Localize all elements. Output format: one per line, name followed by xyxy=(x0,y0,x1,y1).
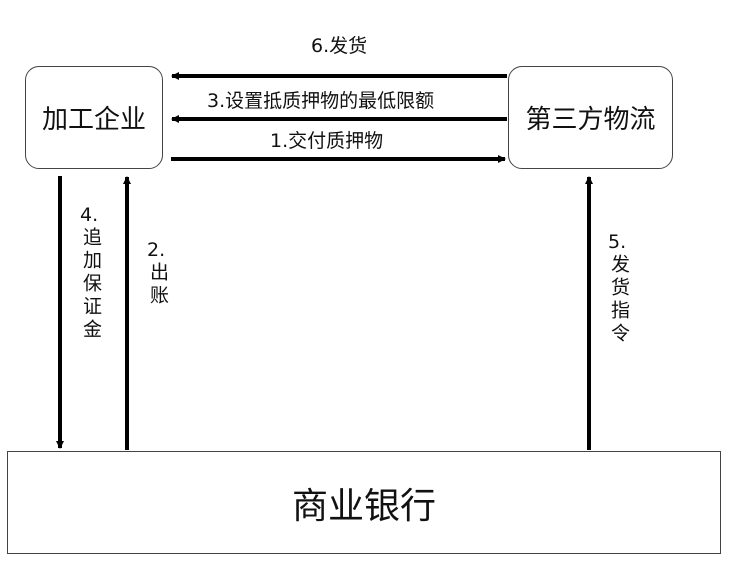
flow-add-deposit-num: 4. xyxy=(80,204,99,226)
flow-ship-label: 6.发货 xyxy=(311,35,368,57)
flow-add-deposit-text: 追加保证金 xyxy=(80,227,102,342)
node-bank-label: 商业银行 xyxy=(291,485,436,527)
node-enterprise-label: 加工企业 xyxy=(41,105,146,135)
flow-loan-text: 出账 xyxy=(147,262,169,308)
flow-ship-instruction-num: 5. xyxy=(608,231,627,253)
flow-deliver-pledge-label: 1.交付质押物 xyxy=(270,130,384,152)
flow-ship-instruction-text: 发货指令 xyxy=(608,254,630,346)
node-logistics-label: 第三方物流 xyxy=(525,105,656,135)
node-bank: 商业银行 xyxy=(7,451,721,554)
flow-add-deposit-label: 4. 追加保证金 xyxy=(80,203,102,342)
node-enterprise: 加工企业 xyxy=(25,66,163,169)
flow-min-limit-label: 3.设置抵质押物的最低限额 xyxy=(207,90,435,112)
flow-ship-instruction-label: 5. 发货指令 xyxy=(608,230,630,346)
node-logistics: 第三方物流 xyxy=(508,66,673,169)
flow-loan-label: 2. 出账 xyxy=(147,238,169,308)
flow-loan-num: 2. xyxy=(147,239,166,261)
